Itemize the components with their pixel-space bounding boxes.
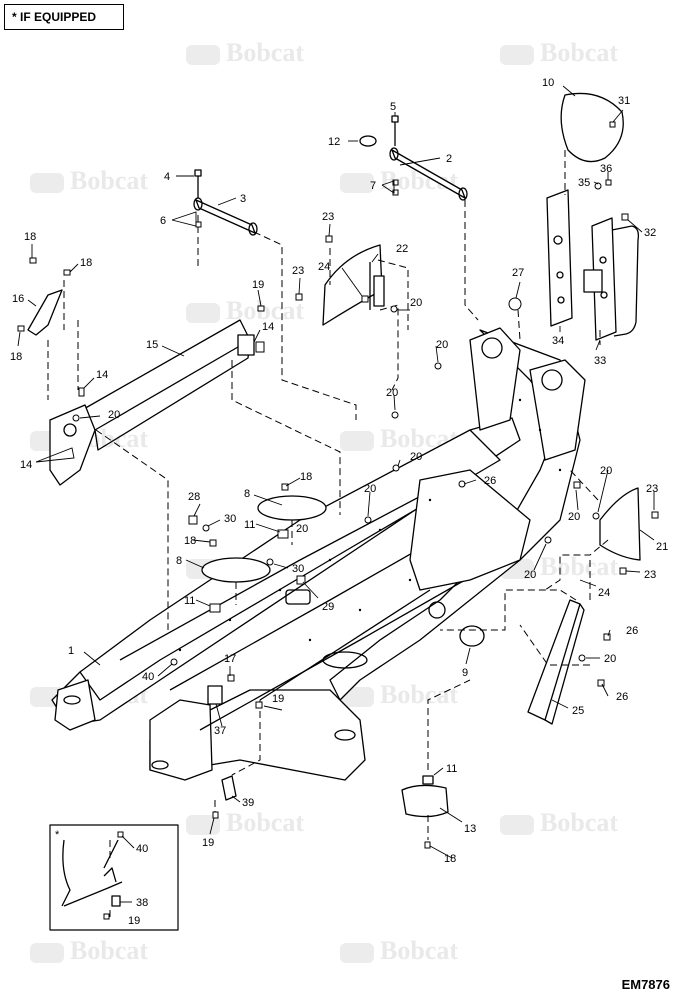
callout-11-b: 11 xyxy=(184,595,195,607)
plate-8-lower xyxy=(201,557,271,583)
inset-box xyxy=(49,824,179,931)
plate-13 xyxy=(401,775,449,818)
callout-14-a: 14 xyxy=(96,369,108,381)
main-frame xyxy=(51,327,586,781)
pin-2 xyxy=(359,115,468,201)
callout-14-b: 14 xyxy=(262,321,274,333)
callout-16: 16 xyxy=(12,293,24,305)
shield-21 xyxy=(599,487,641,561)
callout-35: 35 xyxy=(578,177,590,189)
callout-31: 31 xyxy=(618,95,630,107)
plate-33 xyxy=(583,217,640,341)
callout-9: 9 xyxy=(462,667,468,679)
callout-40-a: 40 xyxy=(142,671,154,683)
cover-10 xyxy=(560,92,624,163)
callout-36: 36 xyxy=(600,163,612,175)
callout-3: 3 xyxy=(240,193,246,205)
plug-9 xyxy=(459,625,485,647)
callout-20-g: 20 xyxy=(600,465,612,477)
callout-7: 7 xyxy=(370,180,376,192)
bracket-37 xyxy=(207,685,223,705)
note-text: * IF EQUIPPED xyxy=(12,10,97,24)
callout-25: 25 xyxy=(572,705,584,717)
callout-19-b: 19 xyxy=(272,693,284,705)
callout-17: 17 xyxy=(224,653,236,665)
callout-39: 39 xyxy=(242,797,254,809)
callout-23-a: 23 xyxy=(322,211,334,223)
callout-20-a: 20 xyxy=(410,297,422,309)
callout-18-e: 18 xyxy=(184,535,196,547)
callout-32: 32 xyxy=(644,227,656,239)
callout-38: 38 xyxy=(136,897,148,909)
callout-20-d: 20 xyxy=(410,451,422,463)
callout-23-c: 23 xyxy=(646,483,658,495)
callout-21: 21 xyxy=(656,541,668,553)
callout-20-b: 20 xyxy=(436,339,448,351)
plate-34 xyxy=(546,189,573,327)
callout-19-d: 19 xyxy=(128,915,140,927)
callout-1: 1 xyxy=(68,645,74,657)
callout-24-a: 24 xyxy=(318,261,330,273)
callout-30-b: 30 xyxy=(292,563,304,575)
callout-29: 29 xyxy=(322,601,334,613)
callout-19-a: 19 xyxy=(252,279,264,291)
callout-4: 4 xyxy=(164,171,170,183)
bracket-15 xyxy=(49,319,255,486)
callout-18-b: 18 xyxy=(80,257,92,269)
callout-24-b: 24 xyxy=(598,587,610,599)
callout-40-b: 40 xyxy=(136,843,148,855)
callout-19-c: 19 xyxy=(202,837,214,849)
callout-26-b: 26 xyxy=(626,625,638,637)
bracket-39 xyxy=(221,775,237,801)
callout-11-a: 11 xyxy=(244,519,255,531)
callout-34: 34 xyxy=(552,335,564,347)
callout-6: 6 xyxy=(160,215,166,227)
callout-2: 2 xyxy=(446,153,452,165)
callout-20-c: 20 xyxy=(386,387,398,399)
callout-18-f: 18 xyxy=(444,853,456,865)
callout-23-b: 23 xyxy=(292,265,304,277)
callout-26-a: 26 xyxy=(484,475,496,487)
inset-marker: * xyxy=(55,829,60,841)
callout-33: 33 xyxy=(594,355,606,367)
callout-30-a: 30 xyxy=(224,513,236,525)
callout-14-c: 14 xyxy=(20,459,32,471)
callout-13: 13 xyxy=(464,823,476,835)
callout-27: 27 xyxy=(512,267,524,279)
callout-20-e: 20 xyxy=(364,483,376,495)
callout-20-k: 20 xyxy=(296,523,308,535)
callout-20-f: 20 xyxy=(108,409,120,421)
callout-18-d: 18 xyxy=(300,471,312,483)
plate-16 xyxy=(27,289,63,336)
callout-8-lower: 8 xyxy=(176,555,182,567)
callout-26-c: 26 xyxy=(616,691,628,703)
if-equipped-note: * IF EQUIPPED xyxy=(4,4,124,30)
callout-8-upper: 8 xyxy=(244,488,250,500)
callout-37: 37 xyxy=(214,725,226,737)
callout-22: 22 xyxy=(396,243,408,255)
diagram-code: EM7876 xyxy=(621,977,670,992)
callout-28: 28 xyxy=(188,491,200,503)
callout-20-h: 20 xyxy=(568,511,580,523)
callout-23-d: 23 xyxy=(644,569,656,581)
callout-20-j: 20 xyxy=(604,653,616,665)
callout-12: 12 xyxy=(328,136,340,148)
callout-5: 5 xyxy=(390,101,396,113)
guard-plate-22 xyxy=(322,244,385,326)
callout-15: 15 xyxy=(146,339,158,351)
callout-20-i: 20 xyxy=(524,569,536,581)
callout-10: 10 xyxy=(542,77,554,89)
callout-11-c: 11 xyxy=(446,763,457,775)
callout-18-c: 18 xyxy=(10,351,22,363)
callout-18-a: 18 xyxy=(24,231,36,243)
bracket-25 xyxy=(527,599,585,725)
